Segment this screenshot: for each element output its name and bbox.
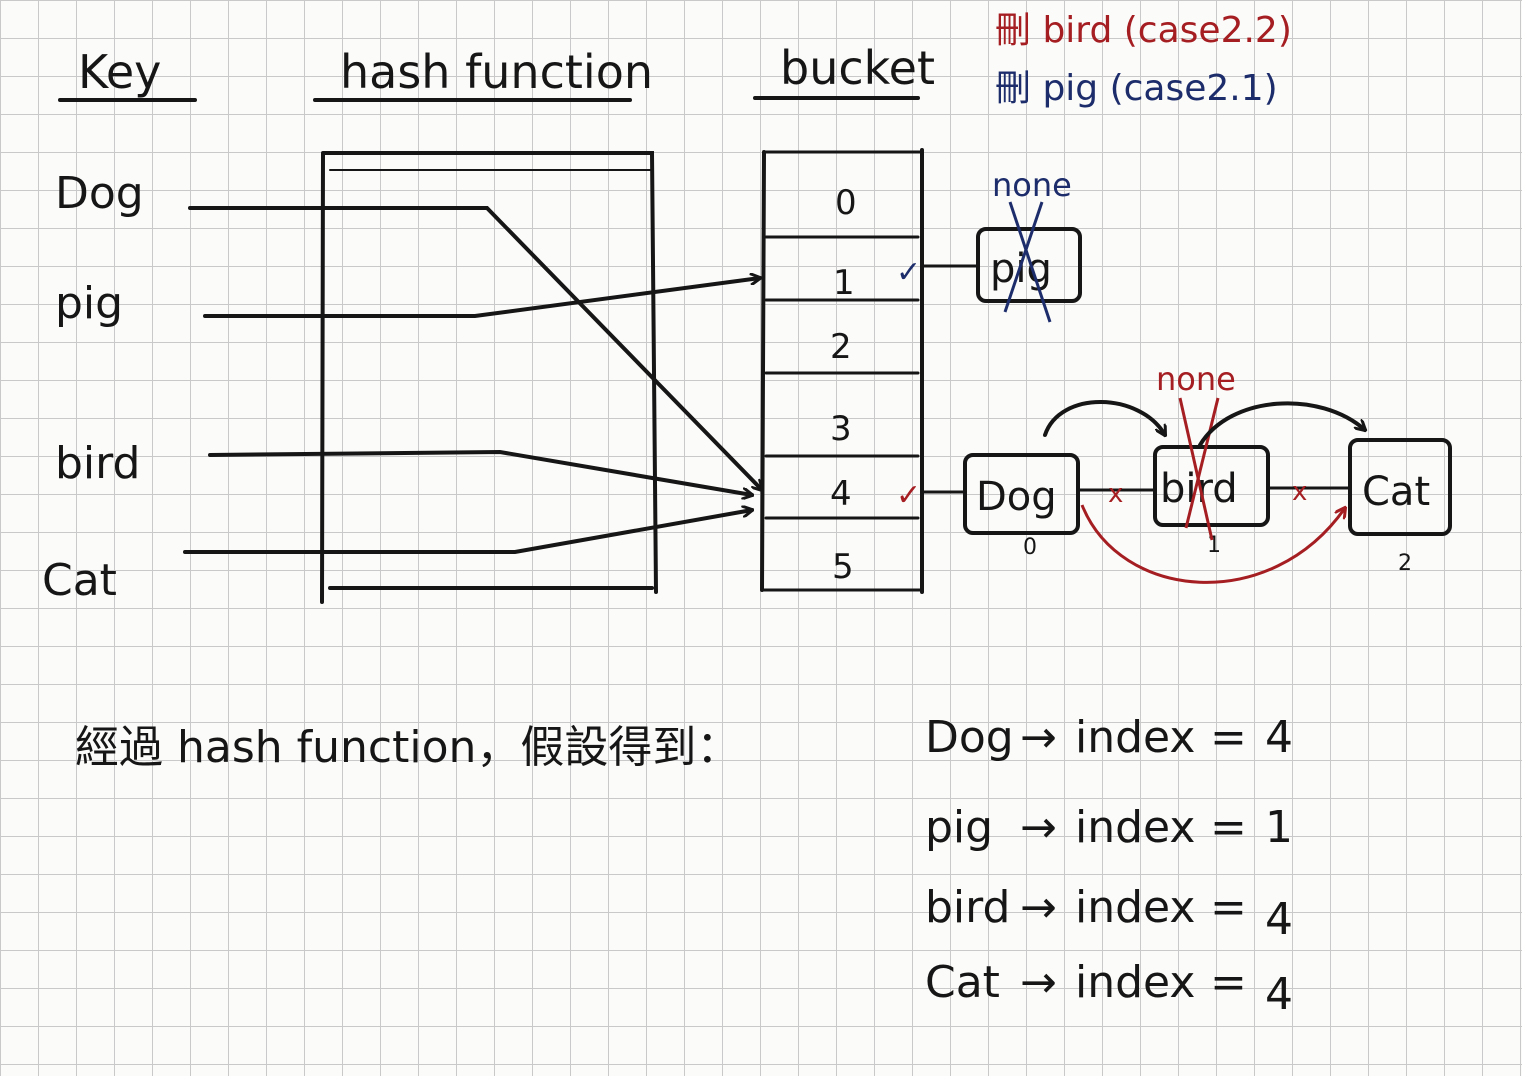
header-key: Key — [58, 45, 197, 102]
delete-bird-note: 刪 bird (case2.2) — [995, 10, 1292, 51]
arrow-bird-to-cat-next — [1198, 401, 1365, 447]
mapping-index-label: index — [1075, 957, 1196, 1008]
mapping-arrow: → — [1020, 712, 1057, 763]
mapping-index-label: index — [1075, 712, 1196, 763]
node-bird — [1153, 445, 1270, 527]
mapping-value: 1 — [1265, 802, 1293, 853]
chain-bucket-4: ✓ Dog 0 bird 1 Cat 2 x x none — [896, 360, 1452, 584]
node-dog — [963, 453, 1080, 535]
strike-pig — [1008, 201, 1052, 323]
node-bird-position: 1 — [1207, 533, 1221, 558]
node-dog-label: Dog — [976, 474, 1057, 520]
header-bucket-label: bucket — [780, 41, 935, 95]
header-hash-function: hash function — [313, 45, 653, 102]
cross-bird-cat: x — [1292, 477, 1307, 507]
mapping-key: Dog — [925, 712, 1014, 763]
strike-bird — [1184, 397, 1220, 529]
arrow-cat-to-bucket-4 — [183, 510, 752, 554]
bucket-left-border — [760, 150, 766, 592]
header-hash-function-label: hash function — [340, 45, 653, 99]
header-bucket: bucket — [753, 41, 935, 100]
node-pig — [976, 227, 1082, 303]
bucket-index-4: 4 — [830, 474, 852, 514]
arrow-dog-to-bucket-4 — [188, 206, 762, 490]
bucket-index-5: 5 — [832, 547, 854, 587]
pig-replaced-none: none — [992, 166, 1072, 204]
arrow-pig-to-bucket-1 — [203, 278, 760, 318]
mapping-arrow: → — [1020, 882, 1057, 933]
arrow-dog-to-bird-next — [1043, 400, 1165, 435]
mapping-key: pig — [925, 802, 994, 853]
strike-bird — [1178, 397, 1214, 541]
key-label-bird: bird — [55, 438, 140, 489]
key-label-cat: Cat — [42, 555, 117, 606]
bucket-table: 0 1 2 3 4 5 — [760, 148, 924, 594]
note-intro: 經過 hash function，假設得到： — [75, 722, 740, 773]
delete-pig-note: 刪 pig (case2.1) — [995, 68, 1278, 109]
bird-replaced-none: none — [1156, 360, 1236, 398]
mapping-index-label: index — [1075, 802, 1196, 853]
bucket-index-0: 0 — [835, 183, 857, 223]
mapping-equals: = — [1210, 712, 1247, 763]
mapping-equals: = — [1210, 802, 1247, 853]
key-label-dog: Dog — [55, 168, 144, 219]
mapping-note: 經過 hash function，假設得到： — [75, 722, 740, 773]
header-key-label: Key — [78, 45, 161, 99]
mapping-arrow: → — [1020, 957, 1057, 1008]
node-cat-position: 2 — [1398, 551, 1412, 576]
bucket-index-2: 2 — [830, 327, 852, 367]
mapping-index-label: index — [1075, 882, 1196, 933]
arrow-dog-to-cat-relink — [1080, 504, 1345, 584]
arrow-bird-to-bucket-4 — [208, 449, 752, 495]
check-mark-bucket-4: ✓ — [896, 478, 921, 513]
bucket-index-1: 1 — [833, 263, 855, 303]
mapping-value: 4 — [1265, 969, 1293, 1020]
chain-bucket-1: ✓ pig none — [896, 166, 1082, 323]
strike-pig — [1003, 201, 1044, 313]
mapping-key: bird — [925, 882, 1011, 933]
mapping-key: Cat — [925, 957, 1000, 1008]
mapping-equals: = — [1210, 882, 1247, 933]
hash-function-box — [320, 151, 658, 604]
mapping-value: 4 — [1265, 712, 1293, 763]
key-label-pig: pig — [55, 278, 123, 329]
cross-dog-bird: x — [1108, 479, 1123, 509]
mapping-value: 4 — [1265, 894, 1293, 945]
mapping-arrow: → — [1020, 802, 1057, 853]
mapping-equals: = — [1210, 957, 1247, 1008]
bucket-index-3: 3 — [830, 409, 852, 449]
node-cat-label: Cat — [1362, 469, 1430, 515]
check-mark-bucket-1: ✓ — [896, 255, 921, 290]
node-dog-position: 0 — [1023, 535, 1037, 560]
